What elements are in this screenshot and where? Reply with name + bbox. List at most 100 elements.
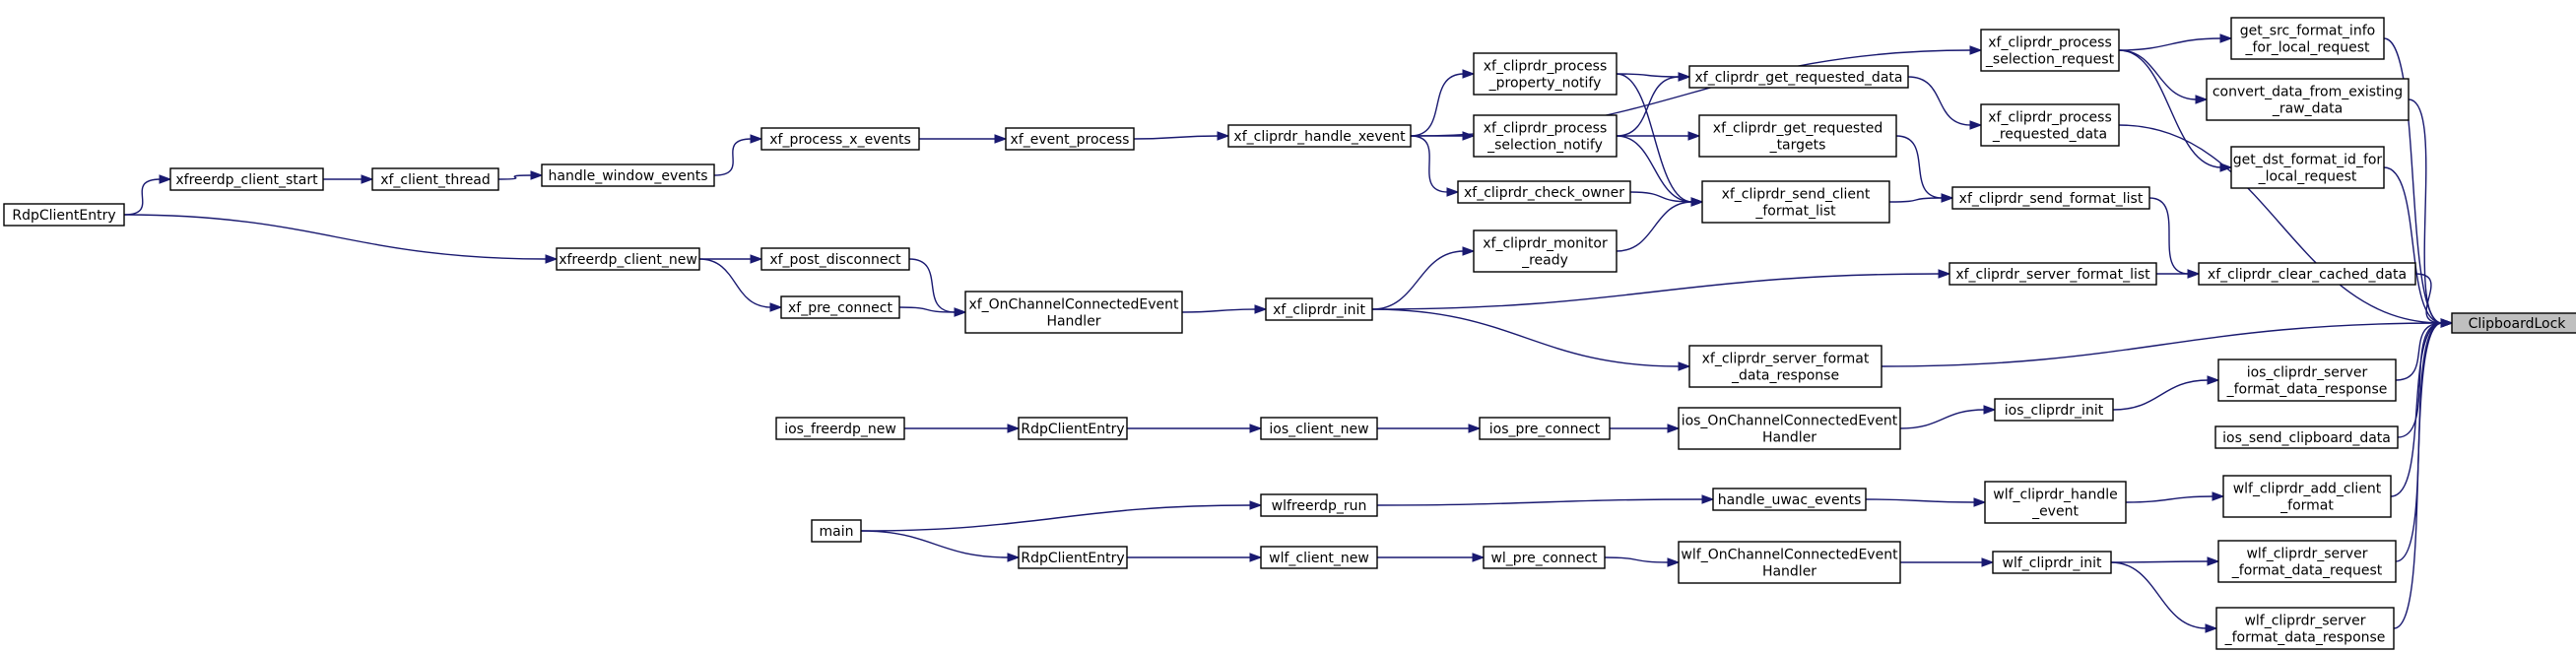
graph-node-ios-cliprdr-init[interactable]: ios_cliprdr_init xyxy=(1994,398,2114,422)
graph-node-xf-cliprdr-init[interactable]: xf_cliprdr_init xyxy=(1265,297,1373,321)
node-label: wlfreerdp_run xyxy=(1272,498,1367,514)
graph-node-xf-cliprdr-check-owner[interactable]: xf_cliprdr_check_owner xyxy=(1457,180,1631,204)
graph-node-wlf-client-new[interactable]: wlf_client_new xyxy=(1260,546,1378,569)
node-label: _format xyxy=(2279,498,2334,514)
node-box xyxy=(556,247,700,271)
graph-node-wlfreerdp-run[interactable]: wlfreerdp_run xyxy=(1260,493,1378,517)
node-label: ios_pre_connect xyxy=(1489,422,1601,437)
graph-node-get-dst-format-id-for-local-request[interactable]: get_dst_format_id_for_local_request xyxy=(2230,146,2385,189)
graph-node-xfreerdp-client-new[interactable]: xfreerdp_client_new xyxy=(556,247,700,271)
graph-node-xf-process-x-events[interactable]: xf_process_x_events xyxy=(760,127,920,151)
graph-node-ios-freerdp-new[interactable]: ios_freerdp_new xyxy=(775,417,905,440)
graph-node-xf-cliprdr-process-selection-request[interactable]: xf_cliprdr_process_selection_request xyxy=(1980,29,2120,72)
edge-line xyxy=(2110,560,2210,563)
graph-node-xf-client-thread[interactable]: xf_client_thread xyxy=(371,167,499,191)
graph-node-rdpcliententry-xf[interactable]: RdpClientEntry xyxy=(3,203,125,227)
node-box xyxy=(1473,52,1618,96)
graph-node-wlf-cliprdr-handle-event[interactable]: wlf_cliprdr_handle_event xyxy=(1984,481,2127,524)
graph-node-rdpcliententry-ios[interactable]: RdpClientEntry xyxy=(1018,417,1128,440)
graph-node-ios-cliprdr-server-format-data-response[interactable]: ios_cliprdr_server_format_data_response xyxy=(2217,359,2397,402)
graph-node-xf-cliprdr-server-format-data-response[interactable]: xf_cliprdr_server_format_data_response xyxy=(1688,345,1882,388)
graph-node-wlf-cliprdr-add-client-format[interactable]: wlf_cliprdr_add_client_format xyxy=(2222,475,2392,518)
node-box xyxy=(2217,359,2397,402)
graph-node-xf-cliprdr-get-requested-targets[interactable]: xf_cliprdr_get_requested_targets xyxy=(1698,114,1897,158)
node-label: ClipboardLock xyxy=(2469,316,2567,332)
graph-node-xf-cliprdr-handle-xevent[interactable]: xf_cliprdr_handle_xevent xyxy=(1227,124,1412,148)
edge-arrowhead xyxy=(361,174,374,184)
edge-line xyxy=(1376,498,1704,506)
edge-arrowhead xyxy=(1690,197,1704,207)
graph-node-xf-cliprdr-get-requested-data[interactable]: xf_cliprdr_get_requested_data xyxy=(1688,65,1909,89)
edge-arrowhead xyxy=(2207,375,2220,385)
edge-xf-cliprdr-init-to-xf-cliprdr-monitor-ready xyxy=(1371,246,1476,310)
graph-node-handle-uwac-events[interactable]: handle_uwac_events xyxy=(1712,488,1867,511)
graph-node-xf-cliprdr-monitor-ready[interactable]: xf_cliprdr_monitor_ready xyxy=(1473,229,1618,273)
graph-node-xf-cliprdr-process-selection-notify[interactable]: xf_cliprdr_process_selection_notify xyxy=(1473,114,1618,158)
graph-node-handle-window-events[interactable]: handle_window_events xyxy=(541,163,715,187)
graph-node-get-src-format-info-for-local-request[interactable]: get_src_format_info_for_local_request xyxy=(2230,17,2385,60)
edge-arrowhead xyxy=(1462,69,1476,79)
edge-arrowhead xyxy=(1007,424,1021,433)
graph-node-xf-cliprdr-server-format-list[interactable]: xf_cliprdr_server_format_list xyxy=(1949,262,2157,286)
node-box xyxy=(2230,17,2385,60)
node-label: xf_cliprdr_process xyxy=(1484,121,1608,137)
graph-node-convert-data-from-existing-raw-data[interactable]: convert_data_from_existing_raw_data xyxy=(2206,78,2410,121)
node-label: ios_OnChannelConnectedEvent xyxy=(1682,414,1898,429)
edge-arrowhead xyxy=(1472,553,1486,562)
node-box xyxy=(2214,425,2399,449)
graph-node-wlf-cliprdr-server-format-data-response[interactable]: wlf_cliprdr_server_format_data_response xyxy=(2215,607,2395,650)
node-label: _ready xyxy=(1521,253,1568,269)
node-box xyxy=(780,295,900,319)
graph-node-main[interactable]: main xyxy=(811,519,862,543)
edge-rdpcliententry-xf-to-xfreerdp-client-start xyxy=(123,174,172,216)
edge-line xyxy=(2408,98,2443,324)
node-box xyxy=(811,519,862,543)
edge-line xyxy=(1865,498,1976,503)
edge-wl-pre-connect-to-wlf-onchannelconnectedeventhandler xyxy=(1604,556,1681,567)
edge-line xyxy=(2397,322,2443,438)
graph-node-ios-client-new[interactable]: ios_client_new xyxy=(1260,417,1378,440)
node-label: ios_client_new xyxy=(1269,422,1368,437)
edge-arrowhead xyxy=(1462,131,1476,141)
graph-node-xf-event-process[interactable]: xf_event_process xyxy=(1005,127,1135,151)
node-label: xf_cliprdr_get_requested_data xyxy=(1695,70,1903,86)
graph-node-wl-pre-connect[interactable]: wl_pre_connect xyxy=(1483,546,1606,569)
edge-line xyxy=(2118,49,2222,168)
edge-arrowhead xyxy=(2187,269,2201,279)
node-label: xf_cliprdr_handle_xevent xyxy=(1233,129,1406,145)
node-label: _property_notify xyxy=(1488,76,1602,92)
graph-node-xf-cliprdr-process-property-notify[interactable]: xf_cliprdr_process_property_notify xyxy=(1473,52,1618,96)
node-label: _format_data_response xyxy=(2226,382,2388,398)
edge-arrowhead xyxy=(994,134,1008,144)
graph-node-clipboardlock[interactable]: ClipboardLock xyxy=(2451,312,2576,334)
edge-xf-cliprdr-handle-xevent-to-xf-cliprdr-check-owner xyxy=(1410,135,1460,197)
graph-node-xf-cliprdr-send-format-list[interactable]: xf_cliprdr_send_format_list xyxy=(1951,186,2150,210)
graph-node-xf-pre-connect[interactable]: xf_pre_connect xyxy=(780,295,900,319)
graph-node-ios-pre-connect[interactable]: ios_pre_connect xyxy=(1479,417,1611,440)
edge-arrowhead xyxy=(1446,187,1460,197)
edge-line xyxy=(2118,124,2443,324)
node-label: xfreerdp_client_new xyxy=(559,252,697,268)
node-label: _local_request xyxy=(2258,169,2357,185)
node-label: xf_cliprdr_send_client xyxy=(1722,187,1871,203)
node-box xyxy=(1984,481,2127,524)
graph-node-ios-send-clipboard-data[interactable]: ios_send_clipboard_data xyxy=(2214,425,2399,449)
graph-node-xfreerdp-client-start[interactable]: xfreerdp_client_start xyxy=(169,167,324,191)
edge-rdpcliententry-xf-to-xfreerdp-client-new xyxy=(123,214,559,264)
node-box xyxy=(775,417,905,440)
node-label: _event xyxy=(2031,504,2079,520)
edge-arrowhead xyxy=(1249,424,1263,433)
graph-node-xf-post-disconnect[interactable]: xf_post_disconnect xyxy=(760,247,910,271)
graph-node-wlf-cliprdr-server-format-data-request[interactable]: wlf_cliprdr_server_format_data_request xyxy=(2217,540,2397,583)
node-label: xf_cliprdr_send_format_list xyxy=(1959,191,2144,207)
graph-node-xf-cliprdr-clear-cached-data[interactable]: xf_cliprdr_clear_cached_data xyxy=(2198,262,2416,286)
graph-node-rdpcliententry-wlf[interactable]: RdpClientEntry xyxy=(1018,546,1128,569)
graph-node-xf-cliprdr-send-client-format-list[interactable]: xf_cliprdr_send_client_format_list xyxy=(1701,180,1890,224)
graph-node-xf-cliprdr-process-requested-data[interactable]: xf_cliprdr_process_requested_data xyxy=(1980,103,2120,147)
graph-node-wlf-cliprdr-init[interactable]: wlf_cliprdr_init xyxy=(1992,551,2112,574)
node-box xyxy=(760,247,910,271)
edge-arrowhead xyxy=(1678,72,1691,82)
